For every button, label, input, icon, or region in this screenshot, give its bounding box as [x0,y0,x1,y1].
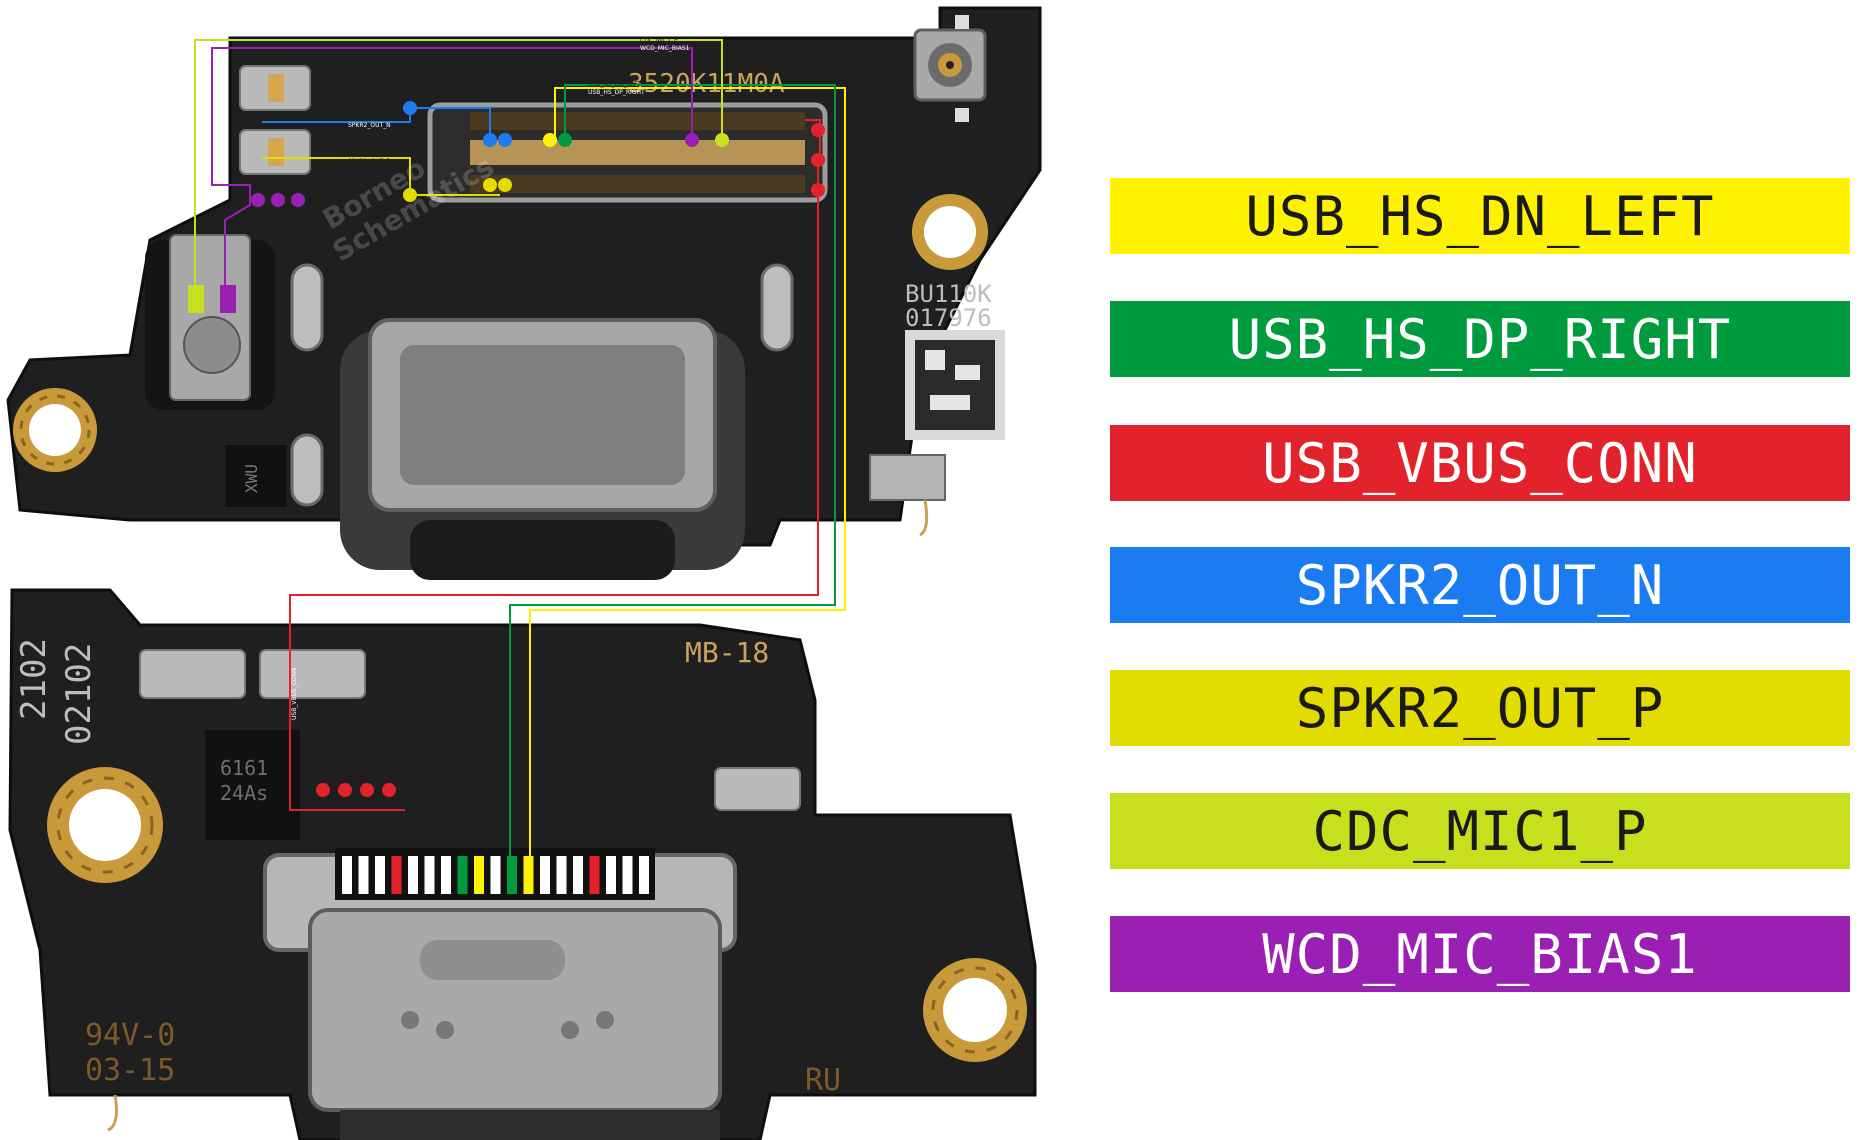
top-right-hole [912,194,988,270]
usb-pin [375,856,385,894]
trace-mic1 [194,39,723,290]
trace-usb-dp [509,84,836,860]
dot-usb-dp [558,133,572,147]
dot-vbus-bot-1 [316,783,330,797]
pcb-diagram: BU110K 017976 3520K11M0A XWU [6,6,1042,1140]
legend-cdc-mic1-p: CDC_MIC1_P [1110,793,1850,869]
usb-pin [523,856,534,894]
usb-pin [573,856,583,894]
trace-spkr-p [262,157,500,196]
dot-spkr-p-3 [498,178,512,192]
trace-usb-dn [529,87,846,860]
dot-spkr-n-2 [483,133,497,147]
dot-vbus-bot-2 [338,783,352,797]
usb-pin [358,856,369,894]
mic-module [145,234,275,410]
dot-mic-bias-bot-2 [271,193,285,207]
qr-chip [905,330,1005,440]
bottom-board: 6161 24As 2102 02102 MB-18 94V-0 03-15 R… [8,588,1037,1140]
legend-spkr2-out-n: SPKR2_OUT_N [1110,547,1850,623]
legend-wcd-mic-bias1: WCD_MIC_BIAS1 [1110,916,1850,992]
tiny-label-usb-dp: USB_HS_DP_RIGHT [588,89,645,96]
pcb-rating: 94V-0 [85,1018,175,1053]
usb-pin [606,856,616,894]
signal-dots [188,101,825,797]
top-spring-contacts [239,65,311,175]
ul-mark: RU [805,1063,841,1098]
bottom-left-mount-hole [47,767,163,883]
usb-pin [490,856,501,894]
bottom-contact-left [139,649,246,699]
small-ic [225,445,287,507]
tiny-net-labels: SPKR2_OUT_N SPKR2_OUT_P USB_HS_DN_LEFT U… [291,37,690,720]
dot-spkr-n-3 [498,133,512,147]
usb-pin [408,856,418,894]
small-ic-marking: XWU [242,464,261,493]
tiny-label-spkr-n: SPKR2_OUT_N [348,122,391,129]
ic-marking-1: 6161 [220,756,268,780]
tiny-label-mic-bias: WCD_MIC_BIAS1 [640,45,690,52]
bottom-right-mount-hole [923,958,1027,1062]
usb-pin [540,856,550,894]
ic-marking-2: 24As [220,781,268,805]
usb-pin [639,856,649,894]
legend-usb-hs-dn-left: USB_HS_DN_LEFT [1110,178,1850,254]
trace-usb-vbus [289,160,819,811]
bottom-contact-right [714,767,801,811]
dot-mic-bias [685,133,699,147]
btb-connector [427,102,828,203]
dot-mic1 [715,133,729,147]
side-code-2: 02102 [59,643,99,745]
usb-pin [342,856,352,894]
dot-vbus-2 [811,153,825,167]
dot-vbus-3 [811,183,825,197]
top-usb-receptacle [340,318,745,580]
tiny-label-mic1: CDC_MIC1_P [640,37,678,44]
bottom-ic [205,730,300,840]
coax-connector [913,15,987,122]
bottom-contact-mid [259,649,366,699]
usb-pin [556,856,567,894]
dot-vbus-bot-4 [382,783,396,797]
tiny-label-spkr-p: SPKR2_OUT_P [348,158,390,165]
tiny-label-vbus: USB_VBUS_CONN [291,667,298,720]
chip-marking-1: BU110K [905,280,992,308]
dot-spkr-p-2 [483,178,497,192]
bottom-board-id: MB-18 [685,636,769,669]
usb-pin [391,856,402,894]
dot-spkr-n-1 [403,101,417,115]
dot-vbus-1 [811,123,825,137]
legend-usb-vbus-conn: USB_VBUS_CONN [1110,425,1850,501]
trace-vbus-connector [805,119,821,160]
hanging-wire [107,1094,118,1132]
usb-pin [507,856,517,894]
legend-usb-hs-dp-right: USB_HS_DP_RIGHT [1110,301,1850,377]
dot-mic-bias-bot-1 [251,193,265,207]
left-slot [290,263,324,352]
legend-spkr2-out-p: SPKR2_OUT_P [1110,670,1850,746]
pcb-date: 03-15 [85,1053,175,1088]
trace-mic-bias [211,47,693,290]
tiny-label-usb-dn: USB_HS_DN_LEFT [588,81,641,88]
usb-pin [622,856,633,894]
dot-mic-bias-bot-3 [291,193,305,207]
usb-pin [441,856,451,894]
usb-pin [457,856,468,894]
usb-pin-strip [335,848,655,900]
left-slot-2 [290,433,324,507]
dot-usb-dn [543,133,557,147]
top-board: BU110K 017976 3520K11M0A XWU [6,6,1042,580]
side-code-1: 2102 [14,638,54,720]
usb-pin [474,856,484,894]
right-slot [760,263,794,352]
chip-marking-2: 017976 [905,304,992,332]
dot-spkr-p-1 [403,188,417,202]
pad-mic-bias [220,285,236,313]
spring-finger [869,454,946,537]
usb-pin [424,856,435,894]
pad-mic1 [188,285,204,313]
top-left-mount-hole [13,388,97,472]
dot-vbus-bot-3 [360,783,374,797]
usb-pin [589,856,600,894]
